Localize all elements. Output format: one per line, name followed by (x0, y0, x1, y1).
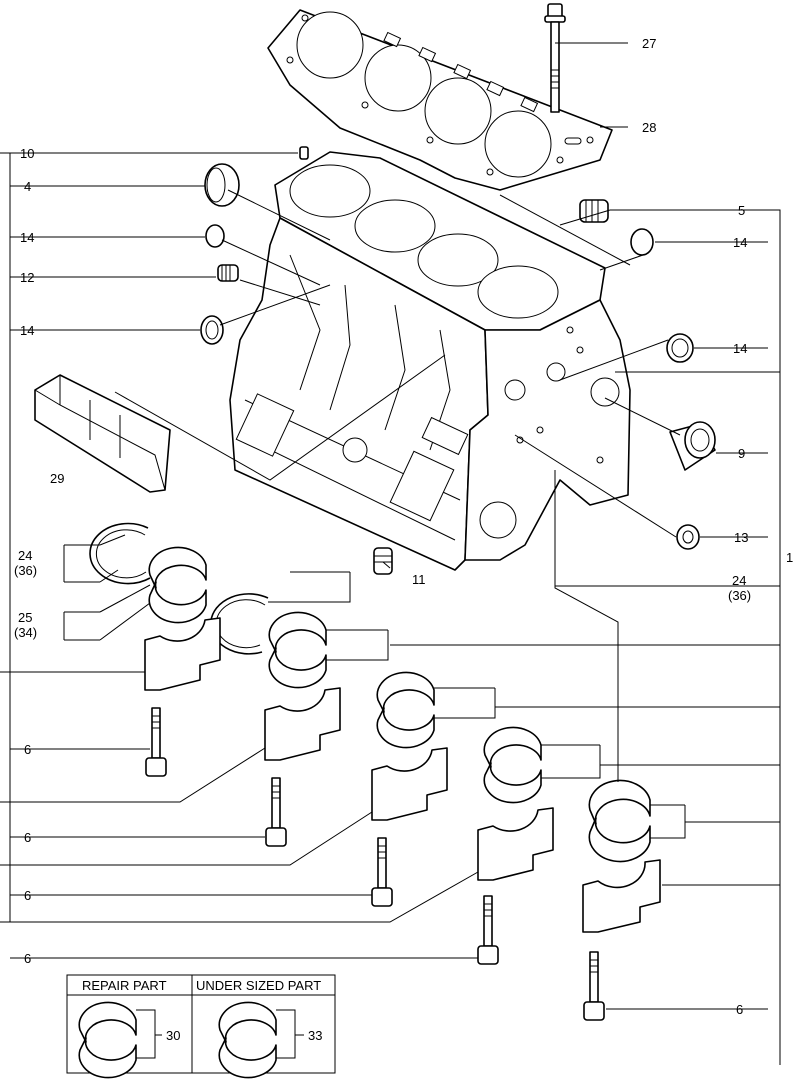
label-24-right: 24 (732, 573, 746, 588)
legend-repair-part: REPAIR PART (82, 978, 167, 993)
bearing-shell-4 (483, 726, 542, 804)
bearing-shell-1 (148, 546, 207, 624)
label-6-a: 6 (24, 742, 31, 757)
callout-labels: 27 28 10 4 5 14 14 12 14 14 29 9 13 24 (… (14, 36, 793, 1017)
label-36-right: (36) (728, 588, 751, 603)
head-bolt (544, 3, 566, 113)
label-25: 25 (18, 610, 32, 625)
label-4: 4 (24, 179, 31, 194)
label-29: 29 (50, 471, 64, 486)
label-6-c: 6 (24, 888, 31, 903)
bearing-cap-2 (264, 687, 341, 847)
bearing-shell-2 (268, 611, 327, 689)
label-12: 12 (20, 270, 34, 285)
label-6-e: 6 (736, 1002, 743, 1017)
label-6-b: 6 (24, 830, 31, 845)
bearing-cap-4 (477, 807, 554, 965)
label-24-left: 24 (18, 548, 32, 563)
label-14-left-a: 14 (20, 230, 34, 245)
label-34: (34) (14, 625, 37, 640)
label-5: 5 (738, 203, 745, 218)
plug-5 (579, 199, 609, 223)
leader-lines (0, 42, 781, 1065)
dowel-pin (299, 146, 309, 160)
label-1: 1 (786, 550, 793, 565)
bearing-shell-5 (588, 779, 651, 863)
bearing-cap-5 (582, 859, 661, 1021)
bearing-cap-3 (371, 747, 448, 907)
cylinder-block (229, 151, 631, 571)
thrust-washer-left (89, 522, 151, 585)
label-27: 27 (642, 36, 656, 51)
undersized-bearing-shell: 33 (218, 1001, 322, 1079)
legend: REPAIR PART UNDER SIZED PART 30 33 (66, 974, 336, 1079)
gasket-holes (286, 14, 594, 176)
label-11: 11 (412, 572, 426, 587)
label-28: 28 (642, 120, 656, 135)
legend-under-sized-part: UNDER SIZED PART (196, 978, 321, 993)
label-33: 33 (308, 1028, 322, 1043)
label-9: 9 (738, 446, 745, 461)
seal-ring-left (200, 315, 224, 345)
seal-ring-right (666, 333, 694, 363)
bearing-cap-1 (144, 617, 221, 777)
label-6-d: 6 (24, 951, 31, 966)
label-14-right-a: 14 (733, 235, 747, 250)
label-14-right-b: 14 (733, 341, 747, 356)
plug-11 (373, 547, 393, 575)
label-36-left: (36) (14, 563, 37, 578)
head-gasket (267, 9, 613, 191)
cover-29 (34, 374, 171, 493)
repair-bearing-shell: 30 (78, 1001, 180, 1079)
label-30: 30 (166, 1028, 180, 1043)
label-10: 10 (20, 146, 34, 161)
expansion-plug-large (204, 163, 240, 207)
expansion-plug-small (205, 224, 225, 248)
expansion-plug-right (630, 228, 654, 256)
bearing-shell-3 (376, 671, 435, 749)
plug-12 (217, 264, 239, 282)
plug-13 (676, 524, 700, 550)
label-14-left-b: 14 (20, 323, 34, 338)
camshaft-bushing (669, 421, 716, 471)
label-13: 13 (734, 530, 748, 545)
